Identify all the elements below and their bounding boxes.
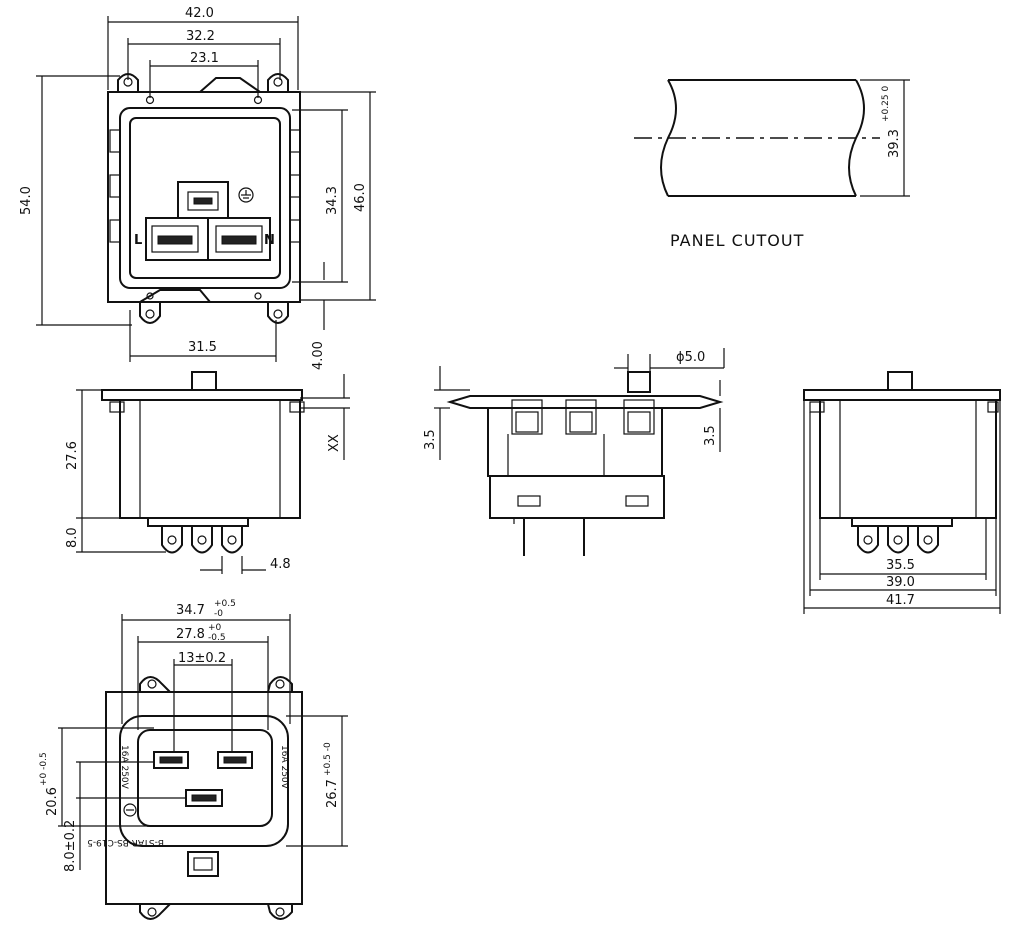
dim-xx: XX	[327, 434, 342, 452]
dim-8-0: 8.0±0.2	[63, 820, 78, 872]
live-label: L	[134, 233, 142, 248]
dim-32: 32.2	[186, 29, 215, 44]
dim-3-5-right: 3.5	[703, 425, 718, 446]
dim-20-6-tol: +0 -0.5	[39, 752, 49, 786]
dim-26-7-tol: +0.5 -0	[323, 742, 333, 776]
dim-cutout-tol: +0.25 0	[881, 86, 891, 122]
dim-phi5: ϕ5.0	[676, 350, 705, 365]
dim-41-7: 41.7	[886, 593, 915, 608]
dim-35-5: 35.5	[886, 558, 915, 573]
dim-27-8: 27.8	[176, 627, 205, 642]
dim-54: 54.0	[19, 186, 34, 215]
dim-27-8-tol-dn: -0.5	[208, 633, 226, 643]
dim-8: 8.0	[65, 527, 80, 548]
panel-cutout-label: PANEL CUTOUT	[670, 231, 804, 250]
side-view-left: 27.6 8.0 XX 4.8	[65, 371, 350, 574]
ground-symbol-icon	[123, 803, 137, 817]
dim-26-7: 26.7	[325, 779, 340, 808]
dim-4: 4.00	[311, 341, 326, 370]
rear-view: 34.7 +0.5 -0 27.8 +0 -0.5 13±0.2	[39, 599, 348, 920]
dim-23: 23.1	[190, 51, 219, 66]
dim-34: 34.3	[325, 186, 340, 215]
dim-20-6: 20.6	[45, 787, 60, 816]
ground-symbol-icon	[238, 187, 254, 203]
dim-31: 31.5	[188, 340, 217, 355]
brand-text: B-STAR BS-C19-5	[87, 837, 164, 847]
rating-right-text: 16A 250V	[279, 745, 289, 790]
dim-3-5-left: 3.5	[423, 429, 438, 450]
rating-left-text: 16A 250V	[119, 745, 129, 790]
dim-4-8: 4.8	[270, 557, 291, 572]
dim-34-7-tol-up: +0.5	[214, 599, 236, 609]
dim-cutout: 39.3	[887, 129, 902, 158]
front-view: 42.0 32.2 23.1 54.0 34.3 46.0 4.00 31.5	[19, 6, 376, 370]
dim-34-7: 34.7	[176, 603, 205, 618]
dim-42: 42.0	[185, 6, 214, 21]
neutral-label: N	[264, 233, 275, 248]
dim-27-8-tol-up: +0	[208, 623, 222, 633]
side-view-right: 35.5 39.0 41.7	[803, 371, 1001, 614]
panel-cutout-view: 39.3 +0.25 0 PANEL CUTOUT	[634, 79, 910, 250]
dim-13: 13±0.2	[178, 651, 226, 666]
dim-34-7-tol-dn: -0	[214, 609, 223, 619]
dim-27: 27.6	[65, 441, 80, 470]
dim-39: 39.0	[886, 575, 915, 590]
side-view-center: ϕ5.0 3.5 3.5	[423, 348, 725, 556]
dim-46: 46.0	[353, 183, 368, 212]
